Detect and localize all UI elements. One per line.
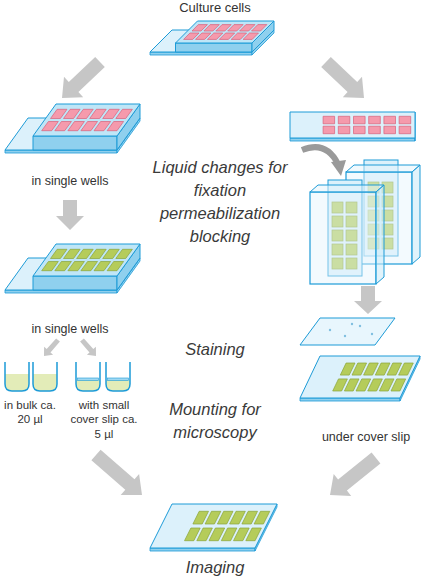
mounting-drop [371, 333, 373, 335]
culture-well [338, 126, 350, 134]
culture-well [354, 116, 366, 124]
well-section [5, 362, 29, 391]
transfer-arrow [302, 147, 338, 164]
caption-label: in single wells [5, 174, 135, 190]
process-arrow [330, 453, 380, 496]
culture-well [107, 122, 124, 131]
well-section [33, 362, 57, 391]
culture-well [116, 109, 133, 118]
mounting-drop [359, 325, 361, 327]
cover-slip [108, 378, 129, 381]
caption-label: Culture cells [140, 0, 290, 16]
culture-well [107, 262, 124, 271]
jar-rim [346, 165, 420, 172]
process-arrow [62, 57, 105, 98]
mounting-liquid [76, 380, 100, 391]
culture-well [369, 126, 381, 134]
mounting-liquid [33, 374, 57, 391]
culture-well [399, 116, 411, 124]
glass-slide [290, 112, 415, 138]
jar-rim [310, 185, 384, 192]
caption-label: in single wells [5, 322, 135, 338]
chamber-front [33, 276, 117, 290]
glass-slide [150, 504, 277, 548]
culture-well [338, 116, 350, 124]
culture-well [323, 126, 335, 134]
process-arrow [80, 338, 96, 356]
well-section [76, 362, 100, 391]
glass-slide [300, 356, 420, 398]
chamber-front [33, 136, 117, 150]
staining-jar [310, 192, 376, 284]
mounting-drop [351, 323, 353, 325]
chamber-front [176, 43, 253, 52]
culture-well [399, 126, 411, 134]
culture-well [354, 126, 366, 134]
mounting-drop [329, 329, 331, 331]
process-arrow [321, 57, 364, 98]
culture-well [246, 528, 262, 541]
jar-side [376, 185, 384, 284]
mounting-drop [344, 335, 346, 337]
cover-slip [78, 378, 99, 381]
culture-well [369, 116, 381, 124]
process-arrow [44, 338, 60, 356]
step-label: Mounting for microscopy [145, 398, 285, 444]
culture-well [391, 379, 406, 391]
step-label: Staining [150, 338, 280, 361]
culture-well [384, 116, 396, 124]
mounting-liquid [106, 380, 130, 391]
transfer-arrow-head [331, 160, 346, 176]
caption-label: with small cover slip ca. 5 µl [66, 398, 142, 441]
process-arrow [56, 200, 84, 230]
step-label: Liquid changes for fixation permeabiliza… [145, 156, 295, 248]
culture-well [254, 511, 270, 524]
culture-well [323, 116, 335, 124]
well-section [106, 362, 130, 391]
culture-well [252, 25, 267, 31]
process-arrow [91, 450, 142, 495]
jar-side [412, 165, 420, 264]
chamber-top [176, 21, 275, 43]
process-arrow [354, 286, 382, 314]
chamber-top [33, 244, 140, 276]
culture-well [399, 363, 414, 375]
step-label: Imaging [150, 556, 280, 579]
mounting-liquid [5, 374, 29, 391]
culture-well [116, 249, 133, 258]
caption-label: under cover slip [312, 430, 420, 446]
caption-label: in bulk ca. 20 µl [0, 398, 60, 427]
culture-well [384, 126, 396, 134]
cover-slip [300, 318, 395, 345]
chamber-top [33, 104, 140, 136]
culture-well [243, 33, 258, 39]
